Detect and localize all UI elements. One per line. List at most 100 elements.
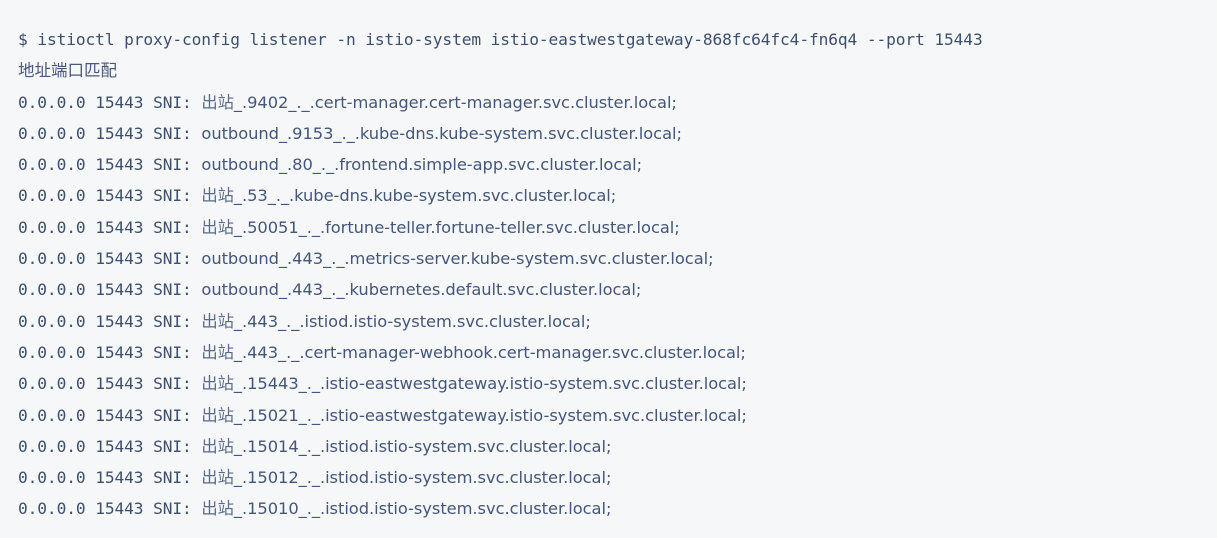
sni-suffix: _.443_._.cert-manager-webhook.cert-manag… <box>233 342 741 362</box>
field-separator <box>143 155 153 174</box>
field-separator <box>86 186 96 205</box>
field-separator <box>192 186 202 205</box>
sni-direction-token: outbound <box>201 280 279 300</box>
field-separator <box>143 93 153 112</box>
field-separator <box>143 468 153 487</box>
listener-row: 0.0.0.0 15443 SNI: 出站_.50051_._.fortune-… <box>18 212 1217 243</box>
sni-suffix: _.443_._.istiod.istio-system.svc.cluster… <box>233 311 586 331</box>
field-separator <box>143 437 153 456</box>
field-separator <box>86 499 96 518</box>
sni-suffix: _.9402_._.cert-manager.cert-manager.svc.… <box>233 92 672 112</box>
field-separator <box>86 249 96 268</box>
match-colon: : <box>182 280 192 300</box>
field-separator <box>143 249 153 268</box>
sni-direction-token: outbound <box>201 155 279 175</box>
listener-address: 0.0.0.0 <box>18 217 86 237</box>
line-terminator: ; <box>676 123 682 143</box>
field-separator <box>86 406 96 425</box>
field-separator <box>143 499 153 518</box>
listener-match-key: SNI <box>153 217 183 237</box>
listener-sni-value: 出站_.15010_._.istiod.istio-system.svc.clu… <box>201 499 606 518</box>
field-separator <box>86 93 96 112</box>
listener-row: 0.0.0.0 15443 SNI: 出站_.15010_._.istiod.i… <box>18 493 1217 524</box>
field-separator <box>86 124 96 143</box>
field-separator <box>192 343 202 362</box>
listener-match-key: SNI <box>153 499 183 519</box>
field-separator <box>143 280 153 299</box>
listener-sni-value: 出站_.9402_._.cert-manager.cert-manager.sv… <box>201 93 671 112</box>
listener-port: 15443 <box>95 155 144 175</box>
listener-address: 0.0.0.0 <box>18 280 86 300</box>
listener-row: 0.0.0.0 15443 SNI: outbound_.9153_._.kub… <box>18 118 1217 149</box>
field-separator <box>86 374 96 393</box>
column-header: 地址端口匹配 <box>18 61 117 81</box>
field-separator <box>143 312 153 331</box>
listener-sni-value: 出站_.53_._.kube-dns.kube-system.svc.clust… <box>201 186 610 205</box>
field-separator <box>143 406 153 425</box>
field-separator <box>86 437 96 456</box>
match-colon: : <box>182 123 192 143</box>
listener-address: 0.0.0.0 <box>18 342 86 362</box>
listener-address: 0.0.0.0 <box>18 155 86 175</box>
field-separator <box>143 186 153 205</box>
listener-match-key: SNI <box>153 468 183 488</box>
match-colon: : <box>182 342 192 362</box>
sni-suffix: _.15021_._.istio-eastwestgateway.istio-s… <box>233 405 742 425</box>
sni-direction-token: 出站 <box>201 311 234 331</box>
field-separator <box>143 343 153 362</box>
match-colon: : <box>182 155 192 175</box>
match-colon: : <box>182 468 192 488</box>
listener-sni-value: 出站_.15021_._.istio-eastwestgateway.istio… <box>201 406 741 425</box>
prompt-sigil: $ <box>18 30 28 49</box>
sni-suffix: _.80_._.frontend.simple-app.svc.cluster.… <box>278 155 637 175</box>
listener-row: 0.0.0.0 15443 SNI: 出站_.443_._.cert-manag… <box>18 337 1217 368</box>
sni-direction-token: 出站 <box>201 436 234 456</box>
listener-sni-value: outbound_.443_._.kubernetes.default.svc.… <box>201 280 635 299</box>
field-separator <box>192 374 202 393</box>
sni-suffix: _.9153_._.kube-dns.kube-system.svc.clust… <box>278 123 677 143</box>
line-terminator: ; <box>741 405 747 425</box>
listener-row: 0.0.0.0 15443 SNI: 出站_.53_._.kube-dns.ku… <box>18 180 1217 211</box>
line-terminator: ; <box>605 468 612 488</box>
line-terminator: ; <box>708 249 714 269</box>
field-separator <box>86 155 96 174</box>
sni-direction-token: 出站 <box>201 499 234 519</box>
listener-row: 0.0.0.0 15443 SNI: outbound_.80_._.front… <box>18 149 1217 180</box>
listener-sni-value: 出站_.15014_._.istiod.istio-system.svc.clu… <box>201 437 606 456</box>
listener-port: 15443 <box>95 280 144 300</box>
match-colon: : <box>182 249 192 269</box>
match-colon: : <box>182 92 192 112</box>
listener-address: 0.0.0.0 <box>18 405 86 425</box>
listener-match-key: SNI <box>153 405 183 425</box>
listener-port: 15443 <box>95 249 144 269</box>
listener-match-key: SNI <box>153 311 183 331</box>
listener-port: 15443 <box>95 123 144 143</box>
listener-address: 0.0.0.0 <box>18 186 86 206</box>
listener-row: 0.0.0.0 15443 SNI: outbound_.443_._.kube… <box>18 274 1217 305</box>
field-separator <box>192 280 202 299</box>
field-separator <box>143 124 153 143</box>
listener-address: 0.0.0.0 <box>18 468 86 488</box>
listener-port: 15443 <box>95 436 144 456</box>
sni-direction-token: 出站 <box>201 468 234 488</box>
listener-match-key: SNI <box>153 436 183 456</box>
listener-match-key: SNI <box>153 342 183 362</box>
listener-row: 0.0.0.0 15443 SNI: 出站_.9402_._.cert-mana… <box>18 87 1217 118</box>
sni-direction-token: 出站 <box>201 374 234 394</box>
listener-sni-value: outbound_.443_._.metrics-server.kube-sys… <box>201 249 708 268</box>
listener-port: 15443 <box>95 186 144 206</box>
listener-port: 15443 <box>95 405 144 425</box>
match-colon: : <box>182 374 192 394</box>
field-separator <box>192 155 202 174</box>
line-terminator: ; <box>671 92 677 112</box>
sni-suffix: _.15014_._.istiod.istio-system.svc.clust… <box>233 436 606 456</box>
command-spacer <box>28 30 38 49</box>
line-terminator: ; <box>636 155 643 175</box>
listener-row: 0.0.0.0 15443 SNI: 出站_.15014_._.istiod.i… <box>18 431 1217 462</box>
sni-direction-token: 出站 <box>201 186 234 206</box>
listener-address: 0.0.0.0 <box>18 311 86 331</box>
listener-match-key: SNI <box>153 249 183 269</box>
field-separator <box>192 437 202 456</box>
field-separator <box>86 468 96 487</box>
